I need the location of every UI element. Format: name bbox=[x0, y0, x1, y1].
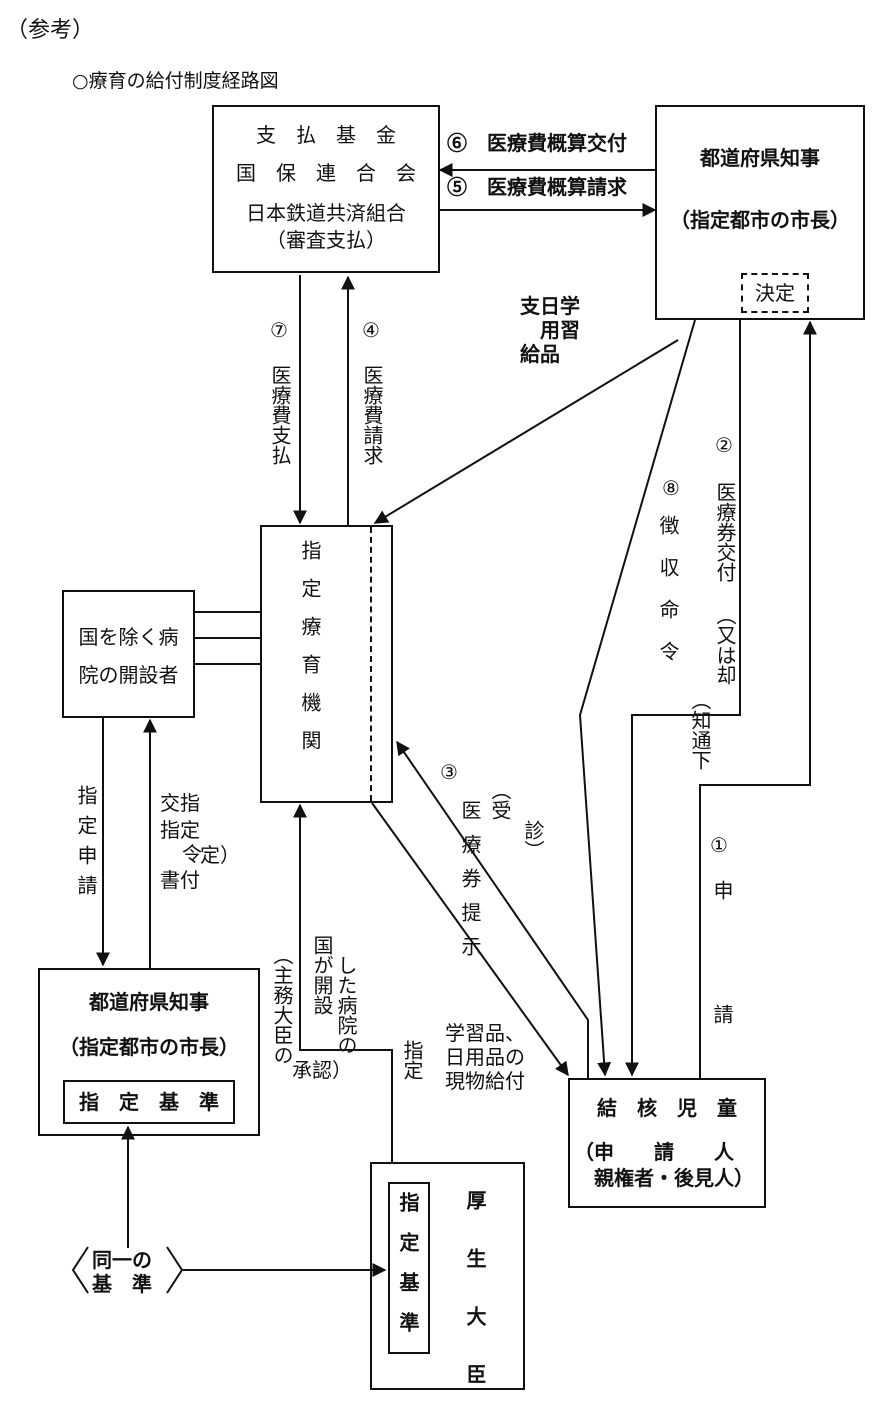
flow-6-label: ⑥ 医療費概算交付 bbox=[447, 131, 627, 155]
in-kind-1: 学習品、 bbox=[445, 1021, 525, 1045]
fund-line4: （審査支払） bbox=[266, 228, 386, 252]
flow-7-num: ⑦ bbox=[270, 318, 288, 342]
flow-3-label: 医療券提示 bbox=[458, 800, 482, 970]
arrow-f8 bbox=[578, 319, 696, 1077]
fund-line3: 日本鉄道共済組合 bbox=[246, 201, 406, 225]
fund-line2: 国 保 連 合 会 bbox=[236, 161, 416, 185]
child-line3: 親権者・後見人） bbox=[574, 1166, 754, 1190]
institution-box bbox=[260, 525, 393, 803]
institution-divider bbox=[370, 527, 372, 801]
school-items-2: 用習 bbox=[520, 318, 580, 342]
flow-4-num: ④ bbox=[362, 318, 380, 342]
flow-4-label: 医療費請求 bbox=[360, 365, 384, 465]
designation-grant-b: 指定 bbox=[160, 818, 200, 842]
flow-3-a: （受 bbox=[488, 780, 512, 820]
approval-a: （主務大臣の bbox=[270, 945, 294, 1065]
standard-box-minister bbox=[388, 1182, 430, 1354]
diagram-title: ○療育の給付制度経路図 bbox=[72, 70, 279, 92]
arrow-in-kind bbox=[371, 802, 569, 1077]
flow-1-label: 申 請 bbox=[710, 880, 734, 1066]
bracket-right bbox=[166, 1246, 184, 1294]
standard-bottom-label: 指 定 基 準 bbox=[79, 1090, 219, 1114]
approval-b: 承認） bbox=[292, 1058, 352, 1082]
fund-line1: 支 払 基 金 bbox=[256, 123, 396, 147]
flow-3-b: 診） bbox=[521, 820, 545, 860]
flow-8-label: 徴収命令 bbox=[656, 515, 680, 683]
child-line1: 結 核 児 童 bbox=[597, 1096, 737, 1120]
flow-5-label: ⑤ 医療費概算請求 bbox=[447, 175, 627, 199]
flow-1-num: ① bbox=[710, 833, 728, 857]
flow-2-num: ② bbox=[715, 433, 733, 457]
governor-top-line2: （指定都市の市長） bbox=[670, 208, 850, 232]
hospital-founder-line2: 院の開設者 bbox=[78, 663, 179, 687]
header-ref: （参考） bbox=[6, 18, 95, 43]
school-items-3: 給品 bbox=[520, 342, 560, 366]
designation-grant-a: 交指 bbox=[160, 791, 200, 815]
institution-label: 指定療育機関 bbox=[298, 540, 322, 768]
designation-grant-d: 書付 bbox=[160, 868, 200, 892]
in-kind-3: 現物給付 bbox=[445, 1069, 525, 1093]
school-items-1: 支日学 bbox=[520, 294, 580, 318]
minister-box bbox=[370, 1162, 525, 1390]
arrow-f2 bbox=[625, 320, 741, 1077]
hospital-founder-box bbox=[62, 590, 195, 718]
arrow-f1 bbox=[699, 320, 817, 1078]
child-box bbox=[568, 1078, 766, 1208]
flow-8-num: ⑧ bbox=[662, 476, 680, 500]
flow-3-num: ③ bbox=[440, 760, 458, 784]
governor-top-box bbox=[655, 105, 865, 320]
designation-grant-e: 定） bbox=[200, 843, 240, 867]
same-standard-line2: 基 準 bbox=[92, 1272, 152, 1296]
arrow-school-items bbox=[373, 339, 679, 524]
decision-label: 決定 bbox=[755, 281, 795, 305]
bracket-left bbox=[71, 1246, 89, 1294]
governor-bottom-line1: 都道府県知事 bbox=[89, 990, 209, 1014]
same-standard-line1: 同一の bbox=[92, 1248, 152, 1272]
in-kind-2: 日用品の bbox=[445, 1045, 525, 1069]
flow-2-text-b: （又は却 bbox=[713, 605, 737, 685]
flow-2-text: 医療券交付 bbox=[713, 482, 737, 582]
national-c: 指定 bbox=[400, 1040, 424, 1080]
standard-minister-label: 指定基準 bbox=[396, 1192, 420, 1352]
minister-label: 厚生大臣 bbox=[463, 1190, 487, 1422]
arrow-f3 bbox=[396, 740, 589, 1078]
designation-grant-c: 令 bbox=[182, 842, 202, 866]
national-a: 国が開設 bbox=[310, 935, 334, 1015]
governor-bottom-box bbox=[38, 968, 260, 1136]
governor-bottom-line2: （指定都市の市長） bbox=[59, 1035, 239, 1059]
flow-2-text-c: （知通下 bbox=[688, 690, 712, 770]
governor-top-line1: 都道府県知事 bbox=[700, 146, 820, 170]
fund-box bbox=[212, 105, 440, 273]
child-line2: （申 請 人 bbox=[574, 1140, 734, 1164]
standard-box-bottom bbox=[63, 1080, 235, 1124]
national-b: した病院の bbox=[334, 955, 358, 1055]
arrow-national bbox=[293, 803, 393, 1162]
flow-7-label: 医療費支払 bbox=[268, 365, 292, 465]
decision-box bbox=[741, 273, 809, 313]
designation-app-label: 指定申請 bbox=[74, 785, 98, 905]
hospital-founder-line1: 国を除く病 bbox=[78, 625, 179, 649]
